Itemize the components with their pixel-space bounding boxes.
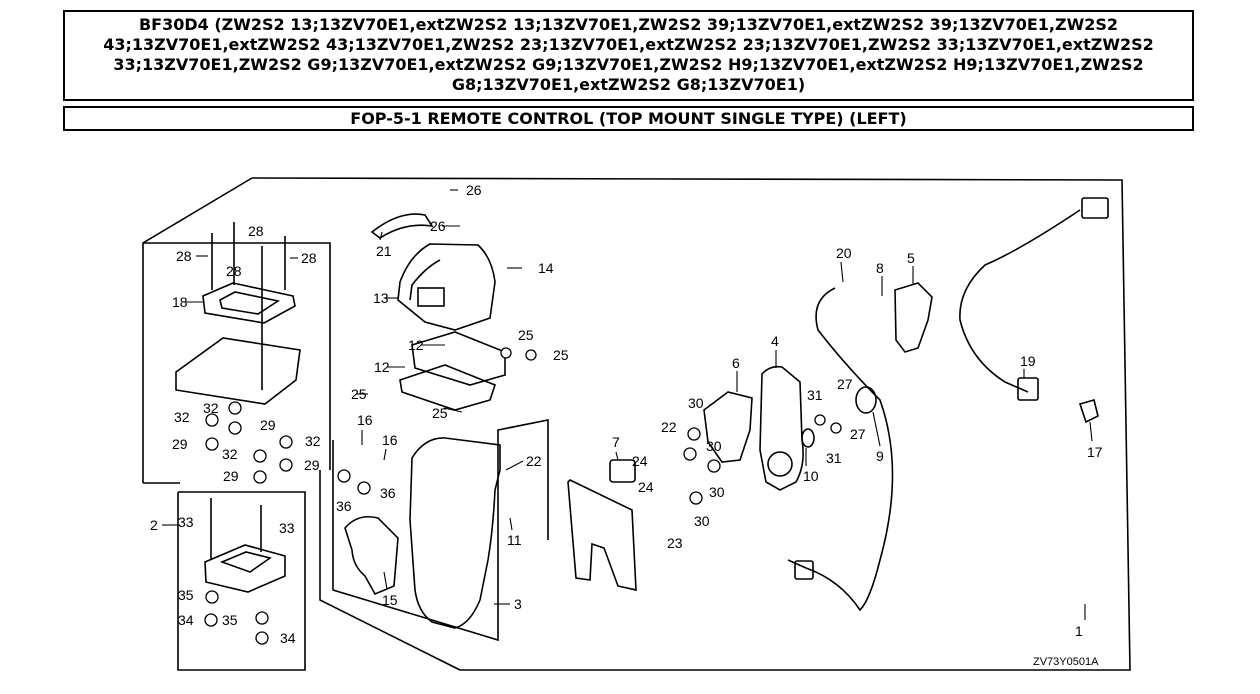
callout-7: 7	[612, 434, 620, 450]
callout-30-a: 30	[688, 395, 704, 411]
callout-15: 15	[382, 592, 398, 608]
callout-28-c: 28	[226, 263, 242, 279]
callout-12-upper: 12	[408, 337, 424, 353]
callout-30-c: 30	[709, 484, 725, 500]
model-header: BF30D4 (ZW2S2 13;13ZV70E1,extZW2S2 13;13…	[63, 10, 1194, 101]
callout-22-right: 22	[526, 453, 542, 469]
callout-29-c: 29	[304, 457, 320, 473]
callout-14: 14	[538, 260, 554, 276]
callout-29-d: 29	[223, 468, 239, 484]
callout-29-a: 29	[260, 417, 276, 433]
callout-27-lower: 27	[850, 426, 866, 442]
section-title: FOP-5-1 REMOTE CONTROL (TOP MOUNT SINGLE…	[63, 106, 1194, 131]
callout-19: 19	[1020, 353, 1036, 369]
callout-labels: 1 2 3 4 5 6 7 8 9 10 11 12 12 13 14 15 1…	[150, 182, 1103, 668]
drawing-code: ZV73Y0501A	[1033, 656, 1099, 668]
callout-27-upper: 27	[837, 376, 853, 392]
callout-9: 9	[876, 448, 884, 464]
callout-8: 8	[876, 260, 884, 276]
callout-2: 2	[150, 517, 158, 533]
callout-32-c: 32	[305, 433, 321, 449]
callout-30-d: 30	[694, 513, 710, 529]
callout-35-left: 35	[178, 587, 194, 603]
callout-36-left: 36	[336, 498, 352, 514]
callout-21: 21	[376, 243, 392, 259]
callout-29-b: 29	[172, 436, 188, 452]
callout-16-left: 16	[357, 412, 373, 428]
callout-31-lower: 31	[826, 450, 842, 466]
callout-25-b: 25	[553, 347, 569, 363]
callout-28-d: 28	[301, 250, 317, 266]
callout-18: 18	[172, 294, 188, 310]
callout-34-left: 34	[178, 612, 194, 628]
callout-4: 4	[771, 333, 779, 349]
callout-10: 10	[803, 468, 819, 484]
callout-1: 1	[1075, 623, 1083, 639]
callout-35-right: 35	[222, 612, 238, 628]
callout-16-right: 16	[382, 432, 398, 448]
callout-22-left: 22	[661, 419, 677, 435]
callout-23: 23	[667, 535, 683, 551]
callout-32-d: 32	[222, 446, 238, 462]
callout-25-d: 25	[432, 405, 448, 421]
hardware-nuts	[204, 347, 842, 645]
diagram-outline	[142, 177, 1131, 671]
callout-28-a: 28	[248, 223, 264, 239]
callout-30-b: 30	[706, 438, 722, 454]
callout-5: 5	[907, 250, 915, 266]
callout-36-right: 36	[380, 485, 396, 501]
leader-lines	[162, 189, 1093, 620]
callout-24-lower: 24	[638, 479, 654, 495]
callout-6: 6	[732, 355, 740, 371]
callout-34-right: 34	[280, 630, 296, 646]
callout-20: 20	[836, 245, 852, 261]
callout-3: 3	[514, 596, 522, 612]
callout-12-lower: 12	[374, 359, 390, 375]
callout-13: 13	[373, 290, 389, 306]
callout-33-right: 33	[279, 520, 295, 536]
callout-26-lower: 26	[430, 218, 446, 234]
callout-28-b: 28	[176, 248, 192, 264]
callout-32-a: 32	[203, 400, 219, 416]
callout-17: 17	[1087, 444, 1103, 460]
callout-26-top: 26	[466, 182, 482, 198]
callout-31-upper: 31	[807, 387, 823, 403]
callout-11: 11	[507, 532, 522, 548]
callout-25-a: 25	[518, 327, 534, 343]
callout-24-upper: 24	[632, 453, 648, 469]
callout-32-b: 32	[174, 409, 190, 425]
callout-33-left: 33	[178, 514, 194, 530]
